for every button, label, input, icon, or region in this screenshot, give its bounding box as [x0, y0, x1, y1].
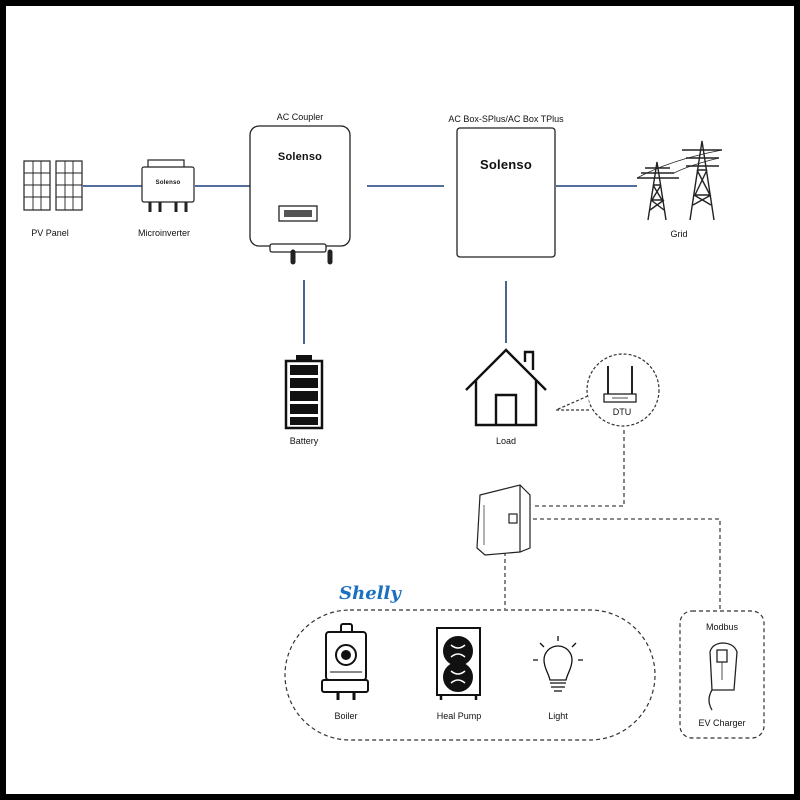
shelly-logo: Shelly [339, 583, 401, 604]
boiler-icon [321, 623, 369, 700]
label-pv-panel: PV Panel [31, 228, 69, 238]
solar-panel-icon [23, 160, 83, 211]
dtu-bubble [555, 353, 660, 427]
house-icon [465, 348, 547, 427]
line-dtu-controller [533, 430, 625, 507]
light-bulb-icon [533, 636, 583, 692]
ev-charger-icon [708, 642, 738, 711]
label-load: Load [495, 436, 517, 446]
solenso-logo-box: Solenso [480, 157, 532, 172]
ac-box-icon [456, 127, 556, 258]
label-battery: Battery [289, 436, 319, 446]
shelly-group-border [284, 609, 656, 741]
router-icon [603, 366, 637, 403]
ev-group-border [679, 610, 765, 739]
label-grid: Grid [670, 229, 688, 239]
diagram-graphics [23, 125, 765, 741]
heat-pump-icon [436, 627, 481, 700]
solenso-logo-micro: Solenso [155, 180, 181, 186]
label-light: Light [548, 711, 568, 721]
controller-icon [476, 484, 531, 556]
comm-lines [504, 430, 721, 610]
label-microinverter: Microinverter [137, 228, 191, 238]
microinverter-icon [141, 159, 195, 212]
transmission-tower-icon [636, 140, 723, 221]
label-heat-pump: Heal Pump [436, 711, 482, 721]
battery-icon [284, 355, 324, 430]
line-controller-ev [533, 518, 721, 610]
inverter-icon [249, 125, 351, 265]
power-lines [83, 185, 637, 344]
label-ac-coupler: AC Coupler [276, 112, 324, 122]
solenso-logo-coupler: Solenso [277, 151, 323, 163]
label-boiler: Boiler [334, 711, 358, 721]
label-modbus: Modbus [705, 622, 739, 632]
label-ev-charger: EV Charger [698, 718, 746, 728]
diagram-canvas: PV Panel Microinverter AC Coupler AC Box… [6, 6, 794, 794]
label-ac-box: AC Box-SPlus/AC Box TPlus [448, 114, 564, 124]
label-dtu: DTU [612, 407, 632, 417]
